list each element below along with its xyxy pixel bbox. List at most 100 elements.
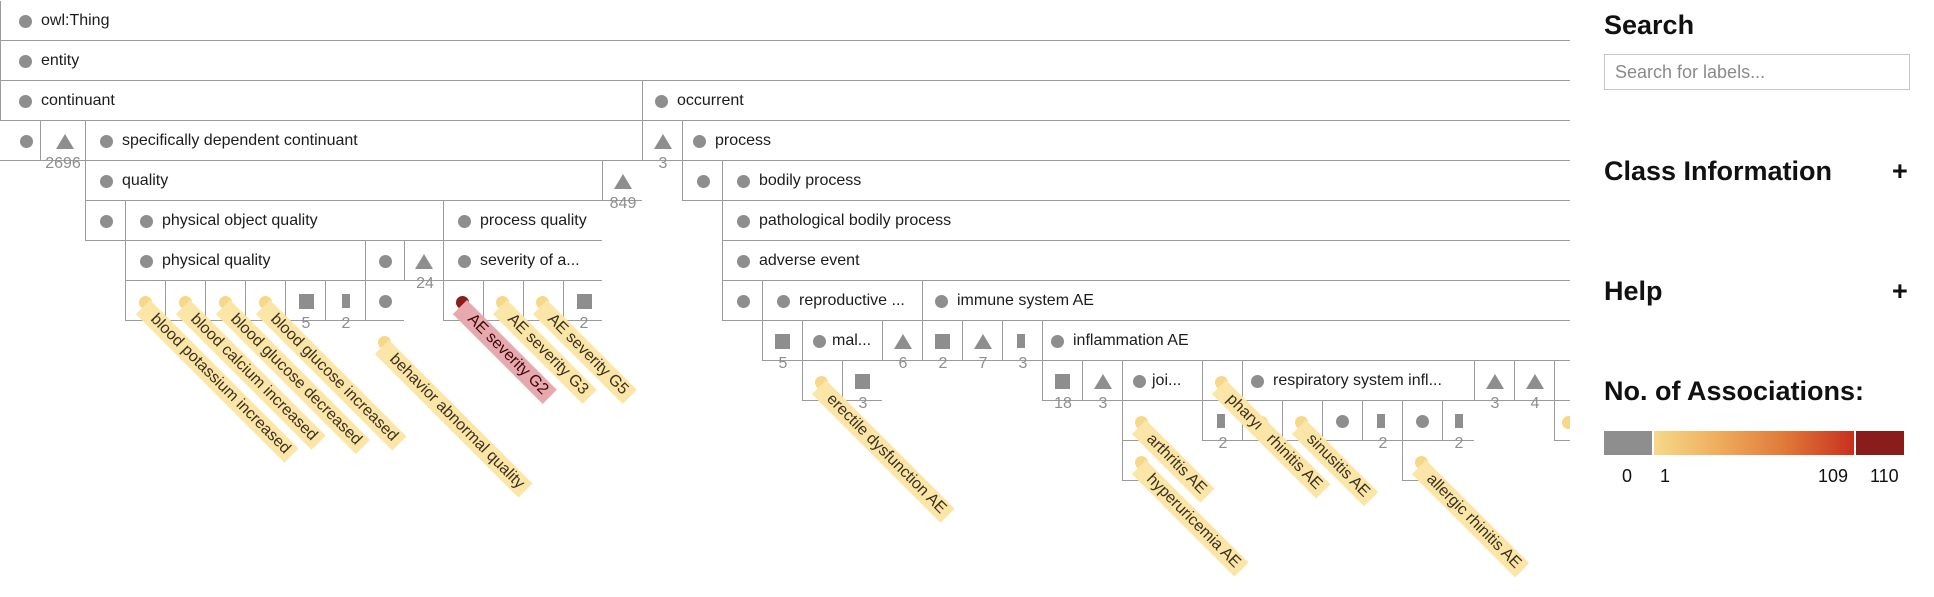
collapsed-group[interactable]: 7 — [962, 321, 1002, 372]
count-label: 3 — [658, 155, 668, 172]
node-mal[interactable]: mal... — [802, 321, 882, 361]
node-dot-icon — [697, 175, 710, 188]
collapsed-node[interactable] — [85, 201, 125, 241]
triangle-icon — [894, 334, 912, 349]
node-pathological-bodily-process[interactable]: pathological bodily process — [722, 201, 1570, 241]
node-dot-icon — [100, 174, 113, 188]
node-owl-thing[interactable]: owl:Thing — [0, 1, 1570, 41]
node-label: severity of a... — [480, 252, 580, 269]
collapsed-group[interactable]: 2 — [1442, 401, 1474, 452]
collapsed-group[interactable]: 6 — [882, 321, 922, 372]
node-entity[interactable]: entity — [0, 41, 1570, 81]
bar-icon — [1377, 414, 1385, 428]
class-information-heading[interactable]: Class Information — [1604, 156, 1833, 186]
collapsed-node[interactable] — [722, 281, 762, 321]
node-dot-icon — [655, 94, 668, 108]
node-reproductive[interactable]: reproductive ... — [762, 281, 922, 321]
collapsed-group[interactable]: 3 — [1474, 361, 1514, 412]
node-label: inflammation AE — [1073, 332, 1189, 349]
node-process-quality[interactable]: process quality — [443, 201, 602, 241]
collapsed-node[interactable] — [682, 161, 722, 201]
count-label: 849 — [609, 195, 637, 212]
collapsed-group[interactable]: 5 — [285, 281, 325, 332]
count-label: 5 — [778, 355, 788, 372]
collapsed-group[interactable]: 849 — [602, 161, 642, 212]
node-dot-icon — [1133, 374, 1146, 388]
leaf-dot-icon — [1562, 416, 1570, 429]
collapsed-node[interactable] — [1322, 401, 1362, 441]
node-physical-quality[interactable]: physical quality — [125, 241, 365, 281]
node-dot-icon — [1251, 374, 1264, 388]
help-heading[interactable]: Help — [1604, 276, 1663, 306]
collapsed-node[interactable] — [0, 121, 40, 161]
node-joi[interactable]: joi... — [1122, 361, 1202, 401]
node-physical-object-quality[interactable]: physical object quality — [125, 201, 443, 241]
collapsed-group[interactable]: 4 — [1514, 361, 1554, 412]
leaf-cell[interactable] — [1554, 401, 1570, 441]
legend-max-swatch — [1856, 431, 1904, 455]
node-adverse-event[interactable]: adverse event — [722, 241, 1570, 281]
bar-icon — [1455, 414, 1463, 428]
expand-class-information-button[interactable]: + — [1892, 156, 1908, 186]
leaf-cell[interactable] — [1554, 361, 1570, 401]
node-dot-icon — [458, 254, 471, 268]
collapsed-group[interactable]: 3 — [1082, 361, 1122, 412]
node-label: pathological bodily process — [759, 212, 952, 229]
count-label: 4 — [1530, 395, 1540, 412]
node-process[interactable]: process — [682, 121, 1570, 161]
leaf-label[interactable]: erectile dysfunction AE — [811, 380, 955, 523]
count-label: 6 — [898, 355, 908, 372]
collapsed-group[interactable]: 3 — [642, 121, 682, 172]
collapsed-group[interactable]: 5 — [762, 321, 802, 372]
node-immune-system-ae[interactable]: immune system AE — [922, 281, 1570, 321]
legend-label-110: 110 — [1870, 466, 1899, 486]
square-icon — [1055, 374, 1070, 389]
node-quality[interactable]: quality — [85, 161, 602, 201]
collapsed-group[interactable]: 2 — [922, 321, 962, 372]
count-label: 2 — [1454, 435, 1464, 452]
node-continuant[interactable]: continuant — [0, 81, 642, 121]
collapsed-group[interactable]: 2 — [1362, 401, 1402, 452]
node-dot-icon — [813, 334, 826, 348]
square-icon — [299, 294, 314, 309]
node-label: occurrent — [677, 92, 744, 109]
legend-label-1: 1 — [1660, 466, 1671, 486]
node-label: physical object quality — [162, 212, 318, 229]
collapsed-group[interactable]: 2 — [563, 281, 602, 332]
legend-zero-swatch — [1604, 431, 1652, 455]
collapsed-group[interactable]: 3 — [842, 361, 882, 412]
node-respiratory-system-infl[interactable]: respiratory system infl... — [1242, 361, 1474, 401]
collapsed-group[interactable]: 24 — [404, 241, 443, 292]
collapsed-node[interactable] — [1402, 401, 1442, 441]
ontology-tree: owl:Thing entity continuant occurrent 26… — [0, 1, 1570, 578]
node-inflammation-ae[interactable]: inflammation AE — [1042, 321, 1570, 361]
collapsed-group[interactable]: 2 — [1202, 401, 1242, 452]
count-label: 24 — [416, 275, 434, 292]
leaf-label[interactable]: allergic rhinitis AE — [1411, 460, 1530, 578]
bar-icon — [342, 294, 350, 308]
node-specifically-dependent-continuant[interactable]: specifically dependent continuant — [85, 121, 642, 161]
expand-help-button[interactable]: + — [1892, 276, 1908, 306]
node-dot-icon — [737, 295, 750, 308]
node-occurrent[interactable]: occurrent — [642, 81, 1570, 121]
triangle-icon — [654, 134, 672, 149]
square-icon — [935, 334, 950, 349]
node-dot-icon — [1051, 334, 1064, 348]
node-severity-of[interactable]: severity of a... — [443, 241, 602, 281]
search-input[interactable] — [1604, 54, 1910, 90]
node-dot-icon — [19, 94, 32, 108]
node-label: bodily process — [759, 172, 862, 189]
collapsed-group[interactable]: 2696 — [40, 121, 85, 172]
collapsed-group[interactable]: 18 — [1042, 361, 1082, 412]
collapsed-node[interactable] — [365, 241, 404, 281]
count-label: 7 — [978, 355, 988, 372]
node-dot-icon — [140, 254, 153, 268]
collapsed-group[interactable]: 3 — [1002, 321, 1042, 372]
node-bodily-process[interactable]: bodily process — [722, 161, 1570, 201]
node-dot-icon — [777, 294, 790, 308]
collapsed-group[interactable]: 2 — [325, 281, 365, 332]
bar-icon — [1217, 414, 1225, 428]
square-icon — [577, 294, 592, 309]
node-dot-icon — [458, 214, 471, 228]
collapsed-node[interactable] — [365, 281, 404, 321]
